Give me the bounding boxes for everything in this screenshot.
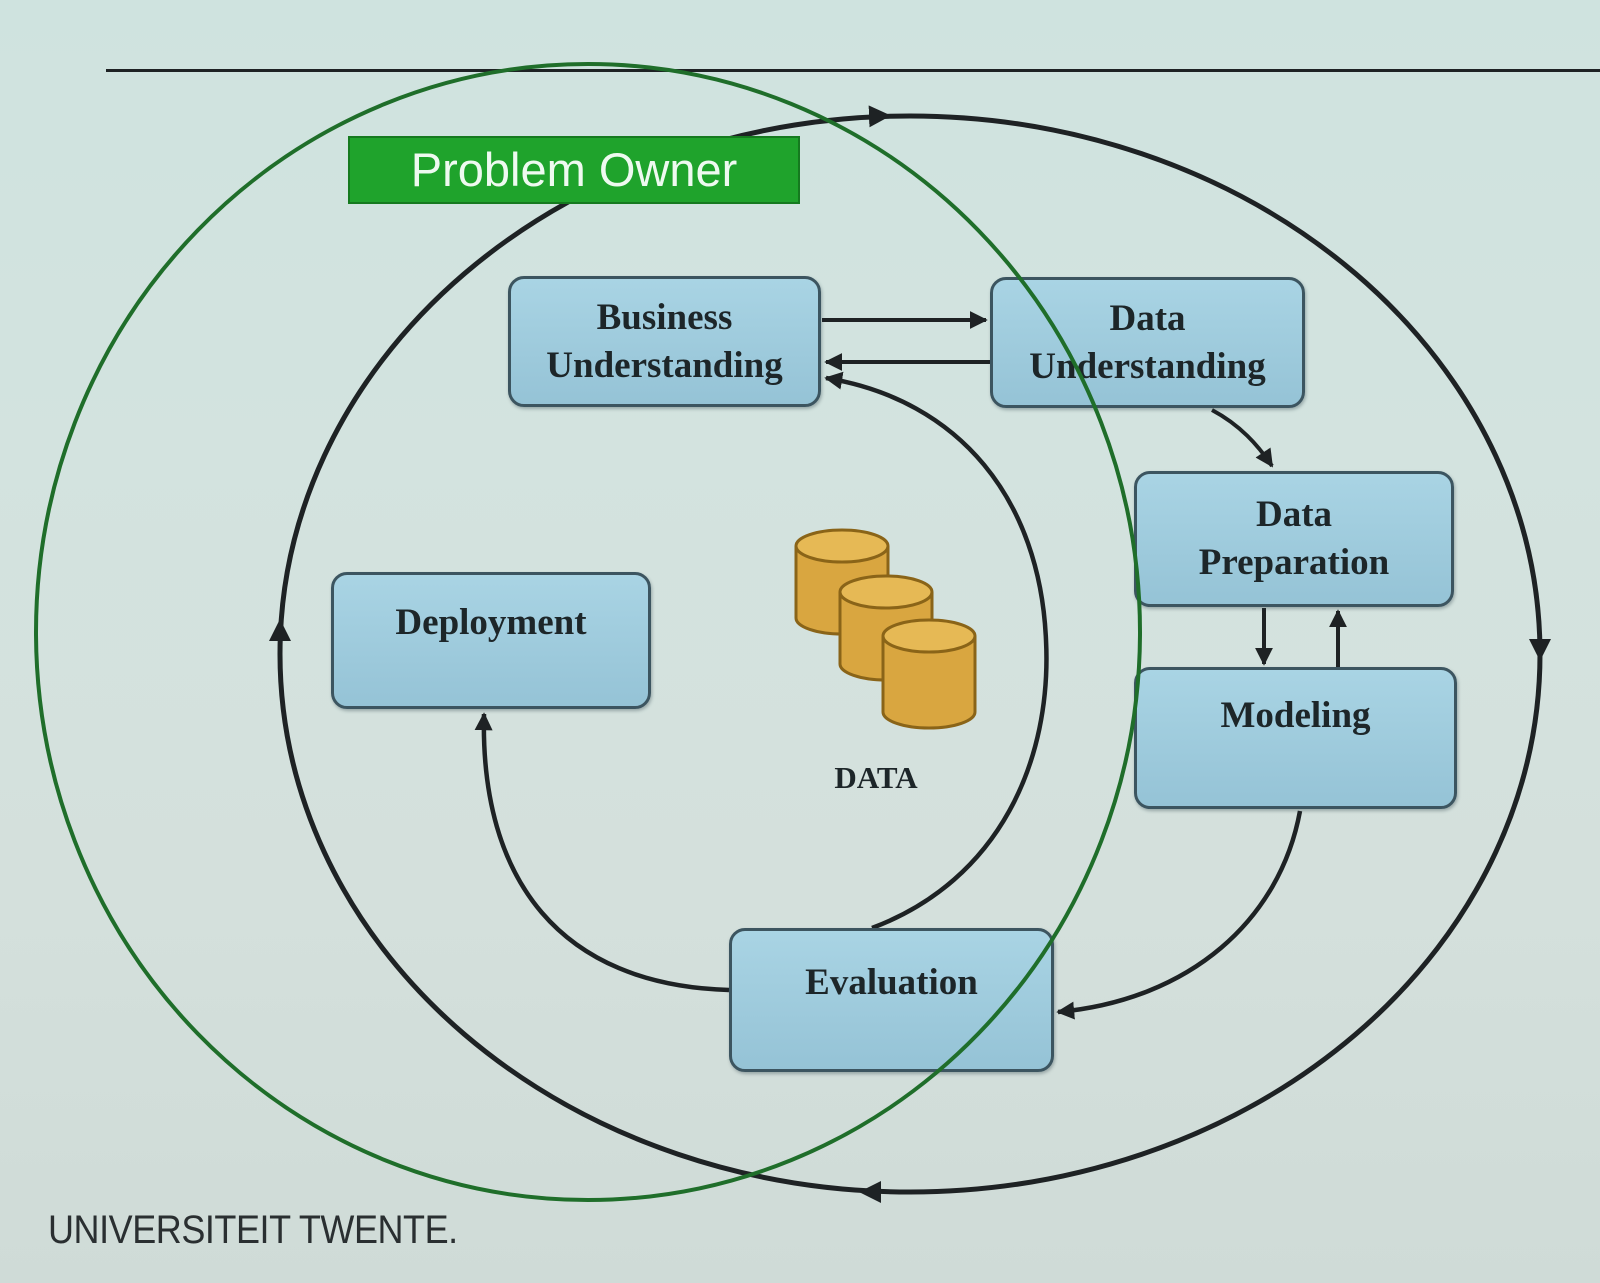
database-icon [794,528,977,730]
business-understanding-box[interactable]: Business Understanding [508,276,821,407]
data-understanding-box[interactable]: Data Understanding [990,277,1305,408]
problem-owner-label: Problem Owner [348,136,800,204]
data-preparation-box[interactable]: Data Preparation [1134,471,1454,607]
evaluation-to-deployment-arrow [474,712,730,993]
data-label: DATA [834,760,918,795]
data-understanding-to-preparation-arrow [1211,408,1274,468]
modeling-box[interactable]: Modeling [1134,667,1457,809]
university-logo-text: UNIVERSITEIT TWENTE. [48,1208,458,1252]
deployment-box[interactable]: Deployment [331,572,651,709]
database-cylinder-3 [881,618,977,730]
evaluation-box[interactable]: Evaluation [729,928,1054,1072]
modeling-to-evaluation-arrow [1056,810,1303,1020]
